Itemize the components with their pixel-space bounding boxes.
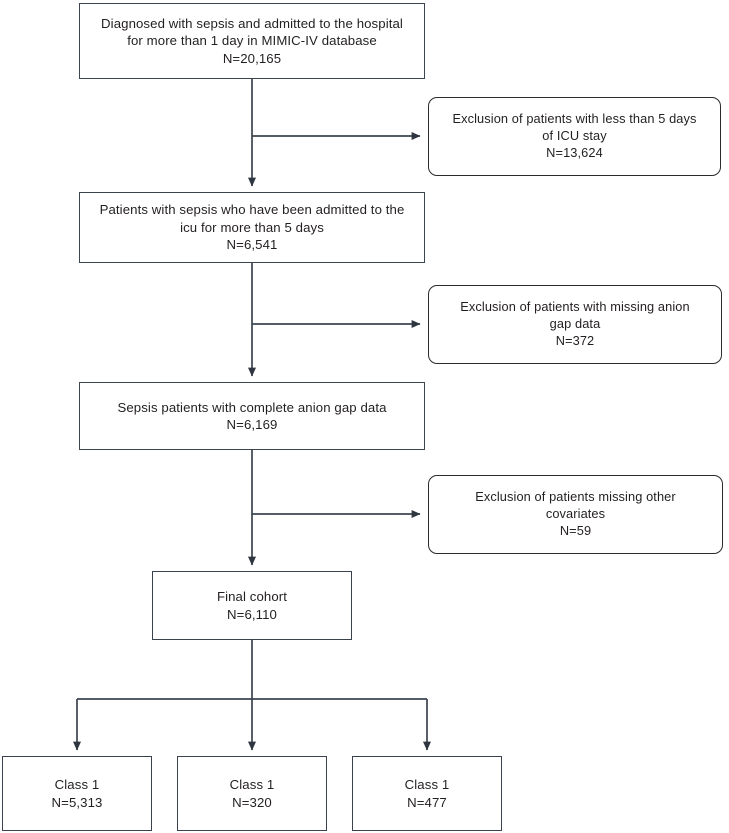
final-cohort-box: Final cohort N=6,110 [152, 571, 352, 640]
exclusion-anion-gap-box: Exclusion of patients with missing anion… [428, 285, 722, 364]
class-3-text: Class 1 N=477 [404, 777, 450, 810]
source-cohort-text: Diagnosed with sepsis and admitted to th… [101, 15, 403, 66]
class-2-text: Class 1 N=320 [229, 777, 275, 810]
exclusion-anion-gap-text: Exclusion of patients with missing anion… [460, 299, 690, 348]
class-1-text: Class 1 N=5,313 [51, 777, 103, 810]
class-1-box: Class 1 N=5,313 [2, 756, 152, 831]
class-3-box: Class 1 N=477 [352, 756, 502, 831]
exclusion-covariates-text: Exclusion of patients missing other cova… [475, 489, 676, 538]
complete-anion-gap-text: Sepsis patients with complete anion gap … [117, 399, 387, 432]
exclusion-covariates-box: Exclusion of patients missing other cova… [428, 475, 723, 554]
final-cohort-text: Final cohort N=6,110 [216, 589, 288, 622]
exclusion-icu-stay-text: Exclusion of patients with less than 5 d… [452, 111, 697, 160]
icu-5-days-text: Patients with sepsis who have been admit… [99, 202, 405, 253]
complete-anion-gap-box: Sepsis patients with complete anion gap … [79, 382, 425, 450]
class-2-box: Class 1 N=320 [177, 756, 327, 831]
exclusion-icu-stay-box: Exclusion of patients with less than 5 d… [428, 97, 721, 176]
icu-5-days-box: Patients with sepsis who have been admit… [79, 192, 425, 263]
source-cohort-box: Diagnosed with sepsis and admitted to th… [79, 3, 425, 79]
